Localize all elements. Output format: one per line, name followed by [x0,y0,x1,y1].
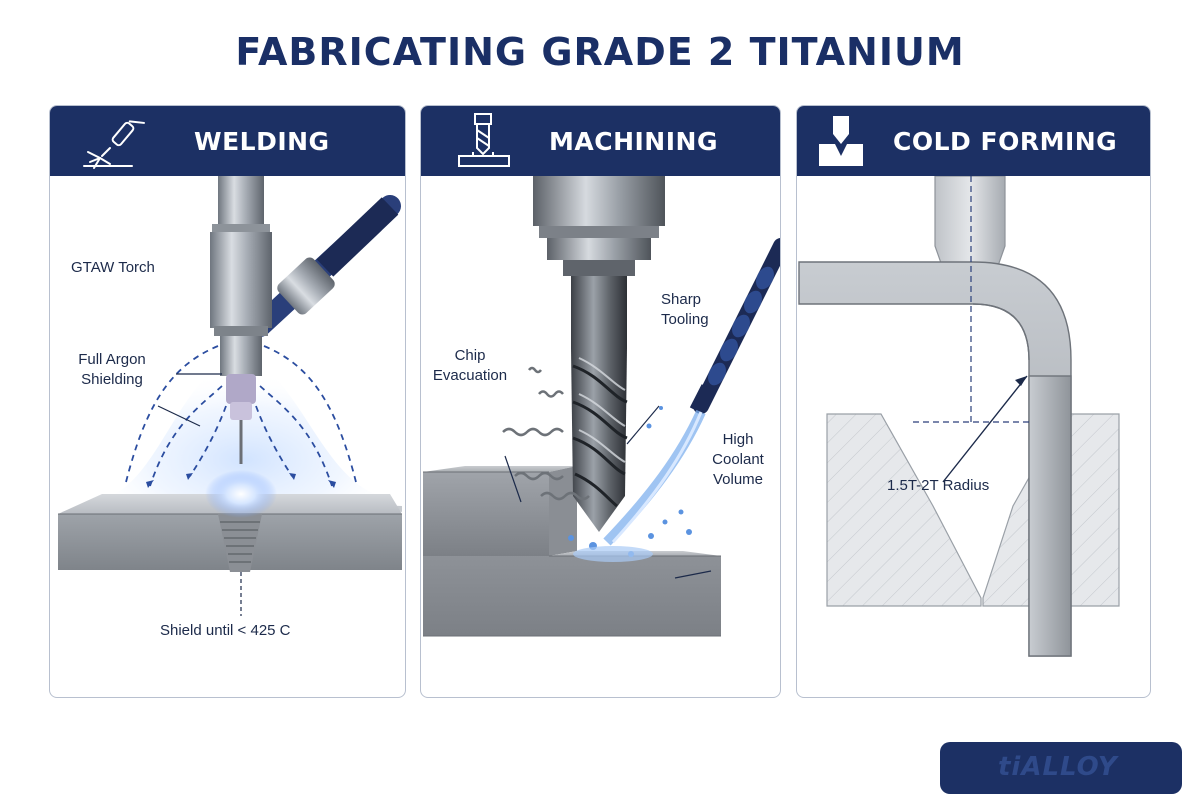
welding-illustration [58,176,402,616]
tialloy-logo: tiALLOY [940,742,1182,794]
coolant-hose [689,238,780,414]
welding-title: WELDING [194,127,330,156]
machining-panel: MACHINING [420,105,781,698]
cold-forming-panel: COLD FORMING [796,105,1151,698]
machining-panel-header: MACHINING [421,106,780,176]
high-coolant-volume-label: High Coolant Volume [712,431,764,488]
welding-panel: WELDING [49,105,406,698]
welding-panel-header: WELDING [50,106,405,176]
weld-arc-glow [205,470,277,518]
bend-radius-label: 1.5T-2T Radius [887,477,990,494]
metal-chips [502,366,590,501]
shield-temperature-label: Shield until < 425 C [160,622,291,639]
sharp-tooling-label: Sharp Tooling [661,291,709,328]
cold-forming-panel-header: COLD FORMING [797,106,1150,176]
end-mill-icon [458,113,510,167]
chip-evacuation-label: Chip Evacuation [432,347,508,384]
press-brake-icon [819,116,863,166]
brand-wordmark: tiALLOY [998,752,1118,782]
cold-forming-title: COLD FORMING [893,127,1118,156]
argon-shielding-label: Full Argon Shielding [78,351,146,388]
argon-shield-cloud [110,351,380,496]
die-left [826,413,982,607]
welding-torch-icon [83,120,146,169]
machining-illustration [423,176,780,637]
gtaw-torch-label: GTAW Torch [71,259,155,276]
machining-title: MACHINING [549,127,718,156]
page-title: FABRICATING GRADE 2 TITANIUM [235,30,965,74]
cold-forming-illustration [798,176,1120,657]
